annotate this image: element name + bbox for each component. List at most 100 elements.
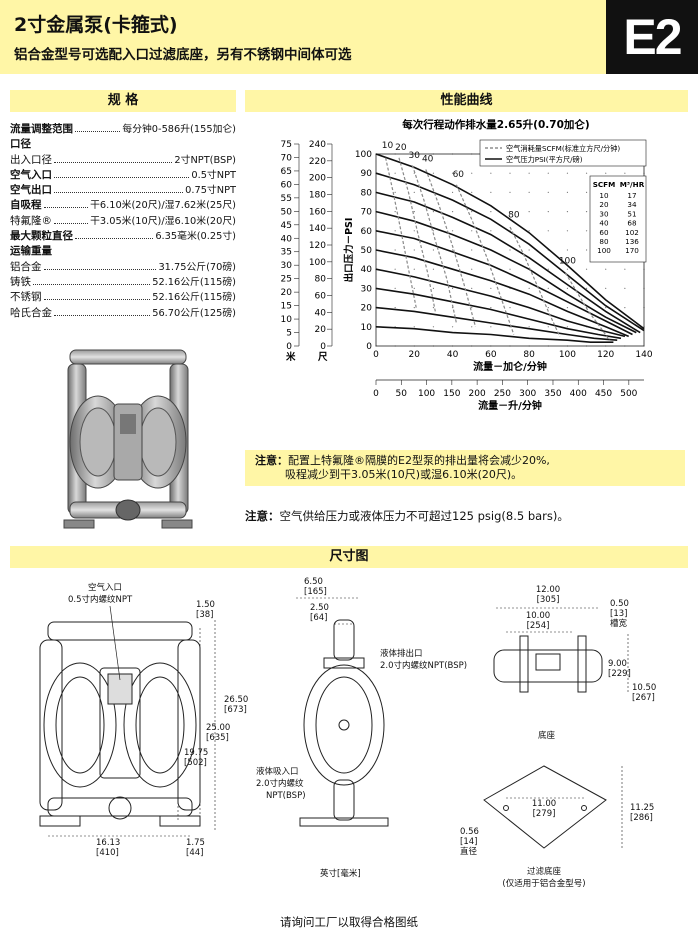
y-tick-label: 20	[361, 304, 373, 314]
grid-dot	[413, 249, 415, 251]
dim-10-50: 10.50	[632, 683, 656, 693]
y-meter-tick: 5	[286, 329, 292, 339]
dim-2-50-mm: [64]	[310, 613, 327, 623]
y-feet-tick: 120	[309, 241, 326, 251]
spec-value: 6.35毫米(0.25寸)	[155, 231, 236, 243]
grid-dot	[547, 307, 549, 309]
pressure-curve	[375, 287, 622, 340]
y-meter-tick: 75	[281, 140, 292, 150]
grid-dot	[585, 172, 588, 174]
grid-dot	[471, 326, 473, 328]
dim-11-00: 11.00	[532, 799, 556, 809]
dim-26-50-mm: [673]	[224, 705, 247, 715]
leader-dots	[54, 314, 151, 316]
note1-label: 注意：	[255, 454, 288, 467]
grid-dot	[509, 172, 511, 174]
spec-row: 运输重量	[10, 243, 236, 258]
grid-dot	[413, 230, 415, 232]
grid-dot	[432, 326, 435, 328]
dim-diameter: 直径	[460, 846, 478, 857]
section-dimensions: 尺寸图	[10, 546, 688, 568]
x-tick-label: 40	[447, 350, 459, 360]
m3hr-cell: 17	[627, 191, 636, 200]
dim-12-00-mm: [305]	[537, 595, 560, 605]
y-meter-tick: 10	[281, 315, 293, 325]
header-band: 2寸金属泵(卡箍式) 铝合金型号可选配入口过滤底座，另有不锈钢中间体可选 E2	[0, 0, 698, 74]
grid-dot	[490, 230, 492, 232]
dim-25-00-mm: [635]	[206, 733, 229, 743]
grid-dot	[432, 307, 435, 309]
grid-dot	[585, 249, 588, 251]
grid-dot	[451, 211, 454, 213]
scfm-curve	[455, 184, 515, 335]
grid-dot	[471, 287, 473, 289]
grid-dot	[624, 287, 626, 289]
grid-dot	[585, 230, 588, 232]
scfm-header: SCFM	[593, 180, 616, 189]
grid-dot	[471, 230, 473, 232]
x-tick-label: 0	[373, 350, 379, 360]
grid-dot	[605, 307, 607, 309]
grid-dot	[547, 211, 549, 213]
spec-label: 出入口径	[10, 153, 52, 166]
dim-1-50: 1.50	[196, 600, 215, 610]
grid-dot	[605, 287, 607, 289]
pressure-curve	[375, 191, 641, 334]
grid-dot	[413, 191, 415, 193]
y-tick-label: 30	[361, 284, 373, 294]
dim-10-50-mm: [267]	[632, 693, 655, 703]
grid-dot	[394, 211, 396, 213]
pressure-curve	[375, 230, 633, 336]
dim-19-75: 19.75	[184, 748, 208, 758]
grid-dot	[471, 307, 473, 309]
y-meter-tick: 60	[281, 180, 293, 190]
legend-pressure: 空气压力PSI(平方尺/磅)	[506, 155, 583, 164]
grid-dot	[471, 191, 473, 193]
y-tick-label: 80	[361, 188, 373, 198]
scfm-curve	[411, 165, 457, 324]
grid-dot	[566, 172, 569, 174]
grid-dot	[528, 249, 530, 251]
x2-tick-label: 100	[418, 389, 435, 399]
x-axis-label: 流量－加仑/分钟	[473, 360, 547, 373]
scfm-cell: 10	[599, 191, 609, 200]
grid-dot	[528, 326, 530, 328]
dim-0-50: 0.50	[610, 599, 629, 609]
y-axis-label: 出口压力－PSI	[343, 218, 355, 283]
spec-value: 0.5寸NPT	[191, 169, 236, 181]
y-tick-label: 0	[366, 342, 372, 352]
grid-dot	[451, 287, 454, 289]
leader-dots	[54, 222, 89, 224]
y-meter-tick: 20	[281, 288, 293, 298]
grid-dot	[394, 249, 396, 251]
x2-tick-label: 50	[396, 389, 408, 399]
dim-19-75-mm: [502]	[184, 758, 207, 768]
y-feet-tick: 200	[309, 174, 326, 184]
dim-11-25: 11.25	[630, 803, 654, 813]
grid-dot	[528, 287, 530, 289]
y-meter-tick: 30	[281, 261, 293, 271]
pump-photo	[63, 349, 193, 529]
y-meter-tick: 35	[281, 248, 292, 258]
grid-dot	[585, 287, 588, 289]
scfm-cell: 40	[599, 219, 609, 228]
grid-dot	[585, 211, 588, 213]
note2-label: 注意：	[245, 509, 280, 523]
grid-dot	[394, 191, 396, 193]
scfm-curve	[398, 157, 436, 312]
spec-row: 特氟隆®干3.05米(10尺)/湿6.10米(20尺)	[10, 213, 236, 228]
grid-dot	[394, 287, 396, 289]
spec-label: 铝合金	[10, 260, 42, 273]
x2-tick-label: 350	[544, 389, 561, 399]
spec-value: 干3.05米(10尺)/湿6.10米(20尺)	[90, 215, 236, 227]
scfm-curve	[425, 169, 477, 327]
dim-air-inlet: 空气入口	[88, 582, 122, 593]
spec-row: 流量调整范围每分钟0-586升(155加仑)	[10, 121, 236, 136]
dim-16-13-mm: [410]	[96, 848, 119, 858]
x2-tick-label: 300	[519, 389, 536, 399]
leader-dots	[43, 268, 157, 270]
scfm-table-box	[589, 175, 647, 263]
grid-dot	[547, 172, 549, 174]
grid-dot	[413, 307, 415, 309]
